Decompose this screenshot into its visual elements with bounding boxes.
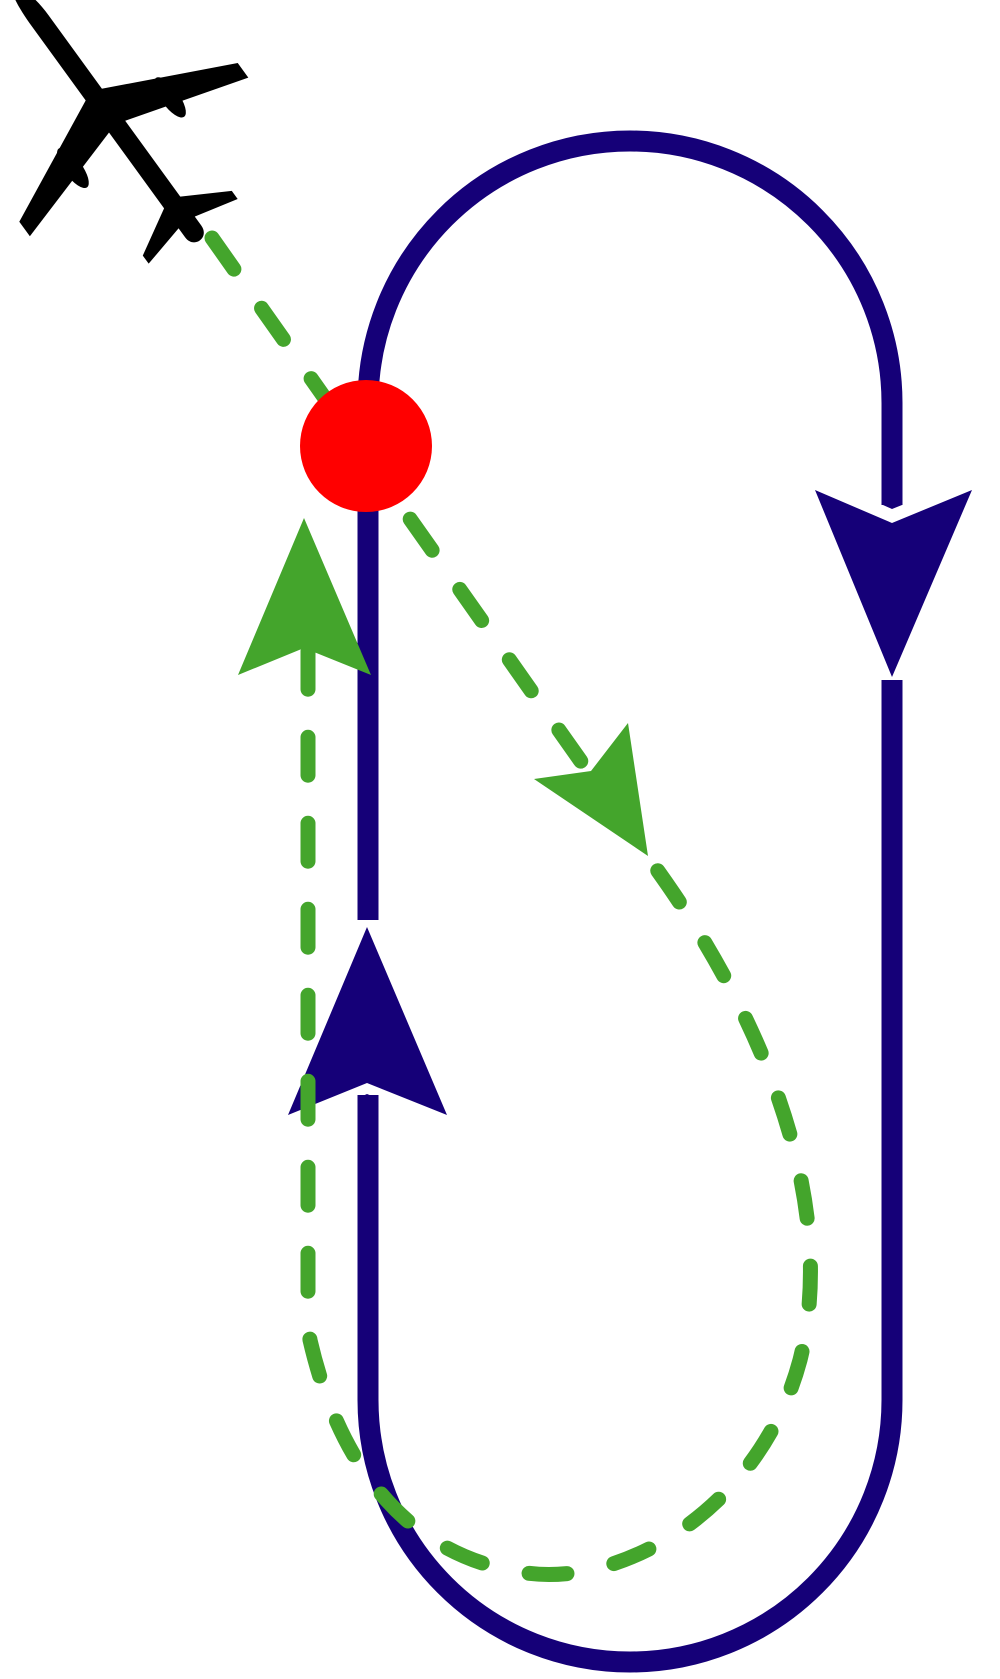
outbound-track-base — [883, 500, 902, 509]
holding-pattern-track — [357, 130, 903, 1673]
holding-fix — [300, 380, 432, 512]
entry-direction-arrow — [534, 723, 648, 856]
inbound-track-tip — [358, 896, 377, 918]
outbound-track-tip — [883, 686, 902, 708]
entry-path — [204, 230, 818, 1582]
inbound-direction-arrow — [288, 927, 447, 1115]
outbound-direction-arrow — [815, 490, 972, 677]
inbound-track-base — [358, 1094, 377, 1105]
return-direction-arrow — [238, 518, 371, 675]
airplane-icon — [12, 0, 249, 264]
